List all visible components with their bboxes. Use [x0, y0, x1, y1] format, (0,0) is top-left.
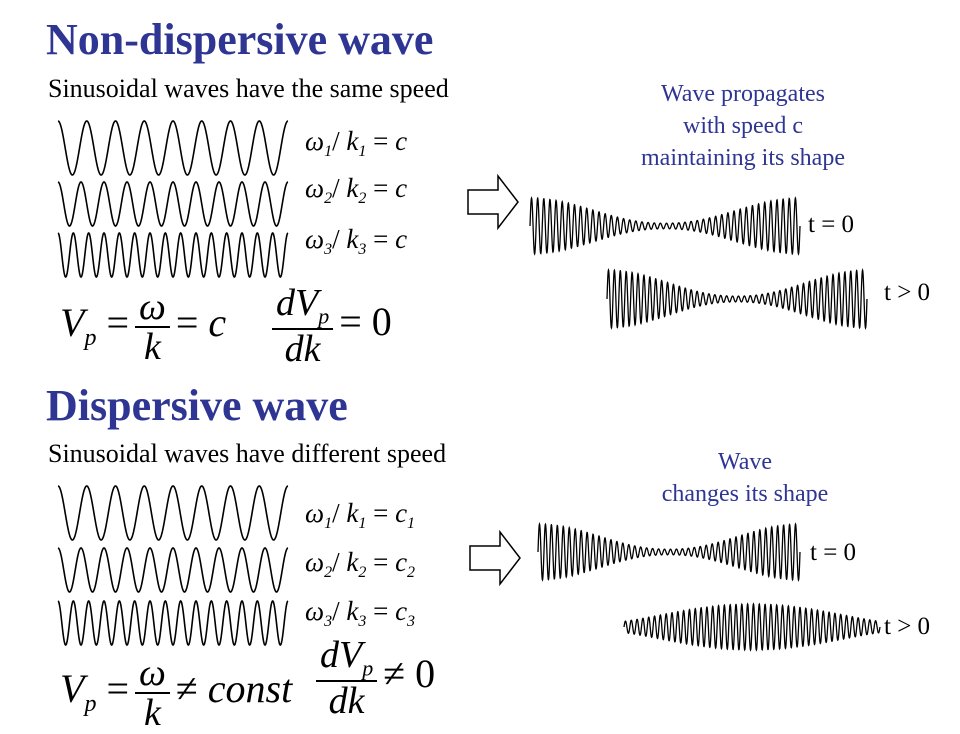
nondispersive-sine-3 — [57, 232, 289, 278]
dispersive-sine-2 — [57, 547, 289, 593]
dispersive-label-t0: t = 0 — [810, 539, 857, 566]
nondispersive-sine-1 — [57, 120, 289, 176]
dispersive-description-line-1: Wave — [717, 449, 773, 475]
dispersive-arrow-icon — [469, 529, 521, 587]
nondispersive-title: Non-dispersive wave — [46, 15, 434, 64]
nondispersive-eq-2: ω2/ k2 = c — [305, 173, 408, 207]
nondispersive-subtitle: Sinusoidal waves have the same speed — [48, 74, 449, 103]
nondispersive-label-t1: t > 0 — [884, 279, 931, 306]
dispersive-description-line-2: changes its shape — [661, 481, 829, 507]
nondispersive-description-line-3: maintaining its shape — [641, 145, 845, 171]
dispersive-subtitle: Sinusoidal waves have different speed — [48, 439, 447, 468]
nondispersive-eq-1: ω1/ k1 = c — [305, 126, 408, 160]
dispersive-sine-1 — [57, 485, 289, 541]
nondispersive-packet-t0 — [529, 196, 801, 256]
dispersive-title: Dispersive wave — [46, 381, 348, 430]
nondispersive-arrow-icon — [467, 173, 519, 231]
nondispersive-packet-t1 — [606, 267, 868, 331]
nondispersive-label-t0: t = 0 — [808, 211, 855, 238]
nondispersive-sine-2 — [57, 181, 289, 227]
dispersive-packet-t0 — [537, 522, 801, 582]
dispersive-eq-1: ω1/ k1 = c1 — [305, 498, 416, 532]
nondispersive-description-line-1: Wave propagates — [661, 81, 825, 107]
dispersive-packet-t1 — [623, 602, 881, 652]
dispersive-sine-3 — [57, 600, 289, 646]
dispersive-description: Wave changes its shape — [600, 446, 890, 510]
dispersive-eq-3: ω3/ k3 = c3 — [305, 596, 416, 630]
nondispersive-eq-3: ω3/ k3 = c — [305, 224, 408, 258]
dispersive-eq-2: ω2/ k2 = c2 — [305, 547, 416, 581]
nondispersive-description-line-2: with speed c — [683, 113, 803, 139]
dispersive-label-t1: t > 0 — [884, 613, 931, 640]
nondispersive-description: Wave propagates with speed c maintaining… — [598, 78, 888, 174]
